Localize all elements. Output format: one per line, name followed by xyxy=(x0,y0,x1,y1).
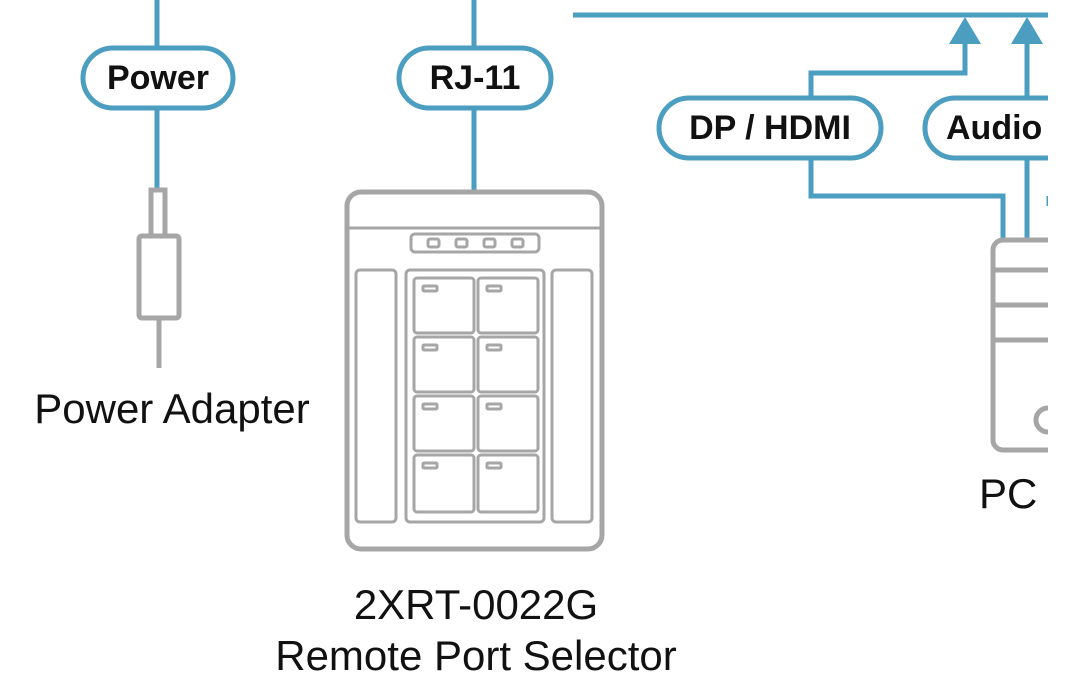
audio-label-pill xyxy=(922,95,1048,161)
model-caption: 2XRT-0022G xyxy=(354,581,598,628)
power-adapter-icon xyxy=(136,187,182,368)
dp-hdmi-label-pill xyxy=(656,95,884,161)
power-adapter-caption: Power Adapter xyxy=(34,385,310,432)
power-connection: Power xyxy=(80,0,236,190)
rj11-label: RJ-11 xyxy=(430,59,521,97)
rj11-label-pill xyxy=(396,45,554,111)
power-label-pill xyxy=(80,45,236,111)
pc-tower-icon xyxy=(990,237,1048,453)
audio-arrow-icon xyxy=(1011,17,1043,44)
pc-caption: PC xyxy=(979,470,1037,517)
device-name-caption: Remote Port Selector xyxy=(275,632,677,679)
power-label: Power xyxy=(107,59,209,97)
remote-port-selector-icon xyxy=(344,189,605,552)
dp-hdmi-arrow-icon xyxy=(949,17,981,44)
dp-hdmi-label: DP / HDMI xyxy=(689,109,851,147)
audio-label: Audio xyxy=(946,109,1042,147)
rj11-connection: RJ-11 xyxy=(396,0,554,190)
